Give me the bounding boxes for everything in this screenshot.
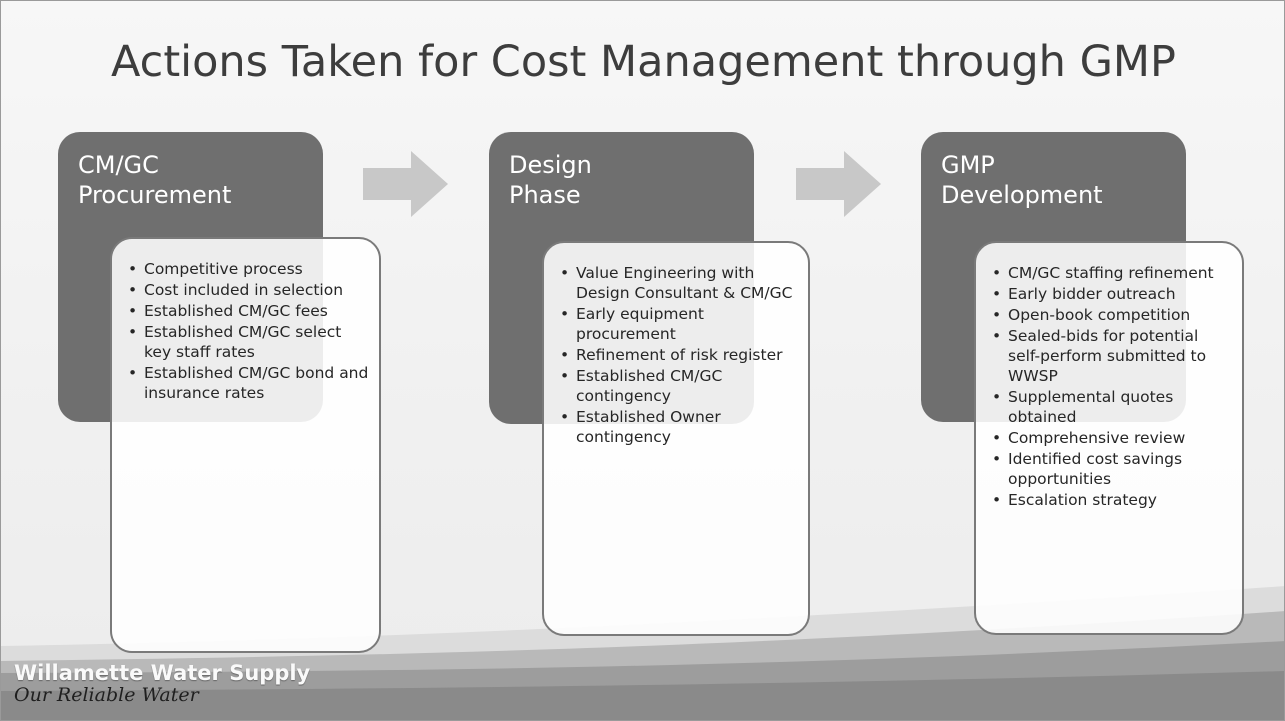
list-item: •Open-book competition [992, 306, 1191, 324]
step-card-cmgc-procurement: •Competitive process •Cost included in s… [110, 237, 381, 653]
step-heading: Design Phase [509, 151, 592, 209]
bullet-list: •Value Engineering with Design Consultan… [560, 263, 798, 447]
list-item: •Comprehensive review [992, 429, 1186, 447]
list-item: •Established CM/GC bond and insurance ra… [128, 364, 369, 402]
brand-logo: Willamette Water Supply Our Reliable Wat… [14, 661, 310, 705]
step-heading: CM/GC Procurement [78, 151, 232, 209]
brand-tagline: Our Reliable Water [14, 684, 199, 706]
step-heading: GMP Development [941, 151, 1103, 209]
right-arrow-icon [363, 151, 448, 217]
list-item: •Early equipment procurement [560, 305, 704, 343]
brand-name: Willamette Water Supply [14, 661, 311, 685]
list-item: •Cost included in selection [128, 281, 344, 299]
right-arrow-icon [796, 151, 881, 217]
step-card-gmp-development: •CM/GC staffing refinement •Early bidder… [974, 241, 1244, 635]
list-item: •Supplemental quotes obtained [992, 388, 1174, 426]
list-item: •Escalation strategy [992, 491, 1157, 509]
list-item: •Established Owner contingency [560, 408, 721, 446]
list-item: •Competitive process [128, 260, 303, 278]
list-item: •Established CM/GC select key staff rate… [128, 323, 342, 361]
list-item: •Established CM/GC fees [128, 302, 328, 320]
bullet-list: •CM/GC staffing refinement •Early bidder… [992, 263, 1232, 510]
list-item: •Sealed-bids for potential self-perform … [992, 327, 1207, 385]
bullet-list: •Competitive process •Cost included in s… [128, 259, 369, 403]
list-item: •CM/GC staffing refinement [992, 264, 1214, 282]
step-card-design-phase: •Value Engineering with Design Consultan… [542, 241, 810, 636]
list-item: •Identified cost savings opportunities [992, 450, 1183, 488]
list-item: •Early bidder outreach [992, 285, 1176, 303]
slide-title: Actions Taken for Cost Management throug… [111, 37, 1176, 87]
list-item: •Refinement of risk register [560, 346, 783, 364]
list-item: •Established CM/GC contingency [560, 367, 723, 405]
list-item: •Value Engineering with Design Consultan… [560, 264, 793, 302]
